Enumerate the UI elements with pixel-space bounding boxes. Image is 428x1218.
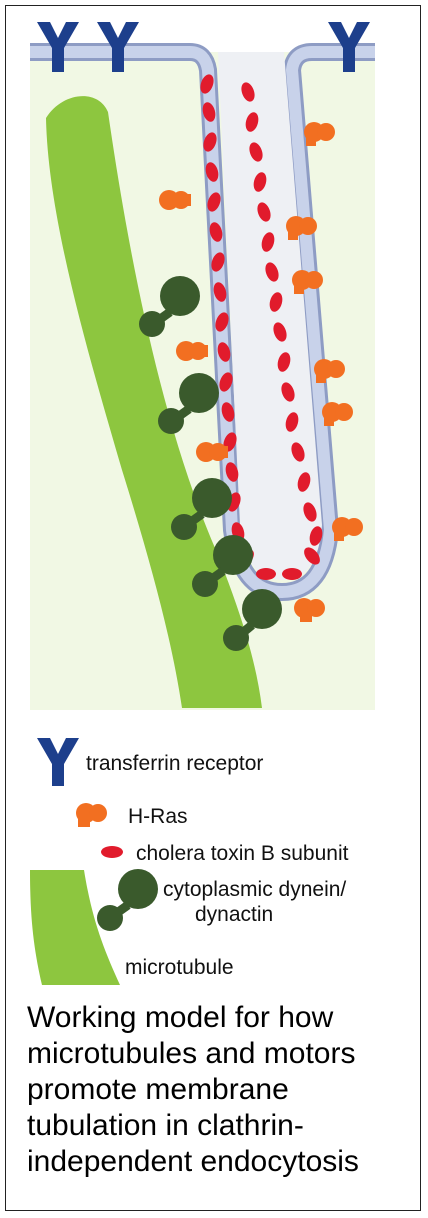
cholera-toxin-b [277,352,291,372]
microtubule [46,96,262,709]
dynein-dynactin [223,589,282,651]
cholera-toxin-b [207,192,221,212]
cholera-toxin-b [291,442,305,462]
figure-caption: Working model for how microtubules and m… [27,1001,359,1178]
dynein-dynactin [192,535,253,597]
dynein-dynactin [171,478,232,540]
legend-h-ras-icon [76,803,107,827]
cholera-toxin-b [253,172,267,192]
cholera-toxin-b [213,282,227,302]
legend-transferrin-receptor-icon [37,738,79,786]
cholera-toxin-b [257,202,271,222]
transferrin-receptor [97,22,139,72]
cholera-toxin-b [241,82,255,102]
cholera-toxin-b [209,222,223,242]
cholera-toxin-b [304,547,320,565]
cholera-toxin-b [282,568,302,580]
legend-dynein-icon [97,869,158,931]
cholera-toxin-b [221,402,235,422]
cholera-toxin-b [269,292,283,312]
h-ras [314,359,345,383]
cholera-toxin-b [265,262,279,282]
cholera-toxin-b [205,162,219,182]
cholera-toxin-b [261,232,275,252]
cholera-toxin-b [303,502,317,522]
cholera-toxin-b [203,132,217,152]
h-ras [294,598,325,622]
cholera-toxin-b [219,372,233,392]
h-ras [196,442,228,462]
h-ras [322,402,353,426]
h-ras [292,270,323,294]
cholera-toxin-b [200,74,214,94]
h-ras [176,341,208,361]
transferrin-receptor [328,22,370,72]
cholera-toxin-b [297,472,311,492]
legend-label-dynein-line1: cytoplasmic dynein/ [163,878,347,901]
legend-microtubule-icon [30,870,120,985]
cholera-toxin-b [211,252,225,272]
cholera-toxin-b [217,342,231,362]
cholera-toxin-b [202,102,216,122]
cholera-toxin-b [309,526,323,546]
cholera-toxin-b [249,142,263,162]
h-ras [286,216,317,240]
dynein-dynactin [158,373,219,434]
h-ras [304,122,335,146]
legend-label-microtubule: microtubule [125,956,234,979]
legend-label-cholera-toxin: cholera toxin B subunit [136,842,349,865]
cholera-toxin-b [256,568,276,580]
legend-cholera-toxin-icon [101,846,123,858]
cholera-toxin-b [273,322,287,342]
cholera-toxin-b [225,462,239,482]
cholera-toxin-b [215,312,229,332]
plasma-membrane-inner [30,46,375,598]
legend-label-h-ras: H-Ras [128,805,188,828]
cholera-toxin-b [245,112,259,132]
dynein-dynactin [139,276,200,337]
cholera-toxin-b [281,382,295,402]
h-ras [159,190,191,210]
transferrin-receptor [37,22,79,72]
h-ras [332,517,363,541]
legend-label-dynein-line2: dynactin [195,903,274,926]
cholera-toxin-b [285,412,299,432]
legend-label-transferrin-receptor: transferrin receptor [86,752,264,775]
